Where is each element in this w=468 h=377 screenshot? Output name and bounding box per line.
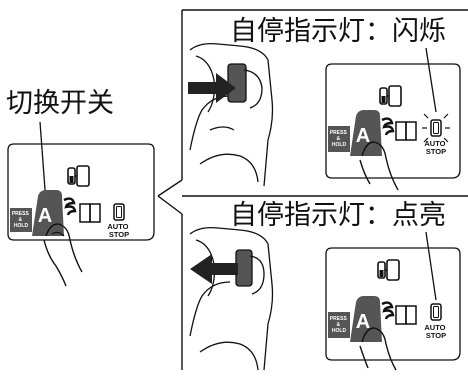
- finger-press: [359, 141, 399, 191]
- press-hold-text-1: PRESS: [330, 316, 348, 322]
- window-icon-left: [79, 203, 91, 223]
- svg-text:PRESS & HOLD: PRESS & HOLD: [330, 130, 348, 148]
- press-hold-text-3: HOLD: [332, 142, 347, 148]
- auto-stop-text-2: STOP: [426, 147, 446, 156]
- label-selector-switch: 切换开关: [6, 88, 114, 119]
- auto-stop-lamp-lit: [430, 303, 442, 321]
- leader-line-flashing: [425, 47, 437, 113]
- hammer-drill-icon: [67, 165, 90, 187]
- hammer-drill-icon: [379, 85, 402, 107]
- drill-illustration-top: [189, 42, 274, 187]
- finger-press: [43, 223, 83, 287]
- drill-illustration-bottom: [189, 226, 274, 371]
- press-hold-text-1: PRESS: [330, 130, 348, 136]
- hammer-drill-icon: [377, 259, 400, 281]
- mode-button-a: [350, 296, 382, 342]
- mode-button-a: [350, 110, 382, 156]
- clutch-icon: [381, 117, 395, 136]
- window-icon-left: [395, 305, 407, 325]
- flash-rays-icon: [422, 113, 450, 143]
- arrow-right-icon: [188, 73, 236, 103]
- window-icon-right: [405, 305, 417, 325]
- press-hold-tab: [328, 126, 350, 152]
- press-hold-tab: [328, 312, 350, 338]
- press-hold-text-2: &: [336, 136, 340, 142]
- svg-text:PRESS & HOLD: PRESS & HOLD: [330, 316, 348, 334]
- auto-stop-text-2: STOP: [426, 331, 446, 340]
- leader-line-lit: [425, 231, 437, 301]
- mode-letter-a: A: [38, 205, 52, 227]
- svg-text:PRESS & HOLD: PRESS & HOLD: [12, 211, 30, 229]
- clutch-icon: [381, 301, 395, 320]
- control-panel-bottom: PRESS & HOLD A AUTO STOP: [325, 247, 461, 371]
- auto-stop-lamp: [113, 203, 125, 221]
- control-panel-top: PRESS & HOLD A AUTO STOP: [325, 63, 461, 191]
- window-icon-right: [405, 121, 417, 141]
- press-hold-text-2: &: [336, 322, 340, 328]
- callout-bracket: [157, 9, 468, 370]
- press-hold-tab: [10, 208, 32, 232]
- label-indicator-lit: 自停指示灯：点亮: [230, 200, 446, 231]
- press-hold-text-3: HOLD: [332, 328, 347, 334]
- press-hold-text-1: PRESS: [12, 211, 30, 217]
- arrow-left-icon: [190, 254, 238, 284]
- svg-text:AUTO STOP: AUTO STOP: [424, 323, 447, 340]
- mode-letter-a: A: [356, 311, 370, 333]
- auto-stop-text-1: AUTO: [107, 222, 128, 231]
- window-icon-right: [89, 203, 101, 223]
- finger-press: [359, 327, 397, 371]
- mode-letter-a: A: [356, 125, 370, 147]
- svg-text:AUTO STOP: AUTO STOP: [424, 139, 447, 156]
- auto-stop-text-1: AUTO: [424, 139, 445, 148]
- label-indicator-flashing: 自停指示灯：闪烁: [230, 16, 446, 47]
- clutch-icon: [63, 197, 77, 216]
- press-hold-text-2: &: [18, 217, 22, 223]
- svg-text:AUTO STOP: AUTO STOP: [107, 222, 130, 239]
- auto-stop-lamp-flashing: [430, 119, 442, 137]
- window-icon-left: [395, 121, 407, 141]
- auto-stop-text-2: STOP: [109, 230, 129, 239]
- overview-panel: PRESS & HOLD A AUTO STOP: [7, 143, 155, 287]
- press-hold-text-3: HOLD: [14, 223, 29, 229]
- auto-stop-text-1: AUTO: [424, 323, 445, 332]
